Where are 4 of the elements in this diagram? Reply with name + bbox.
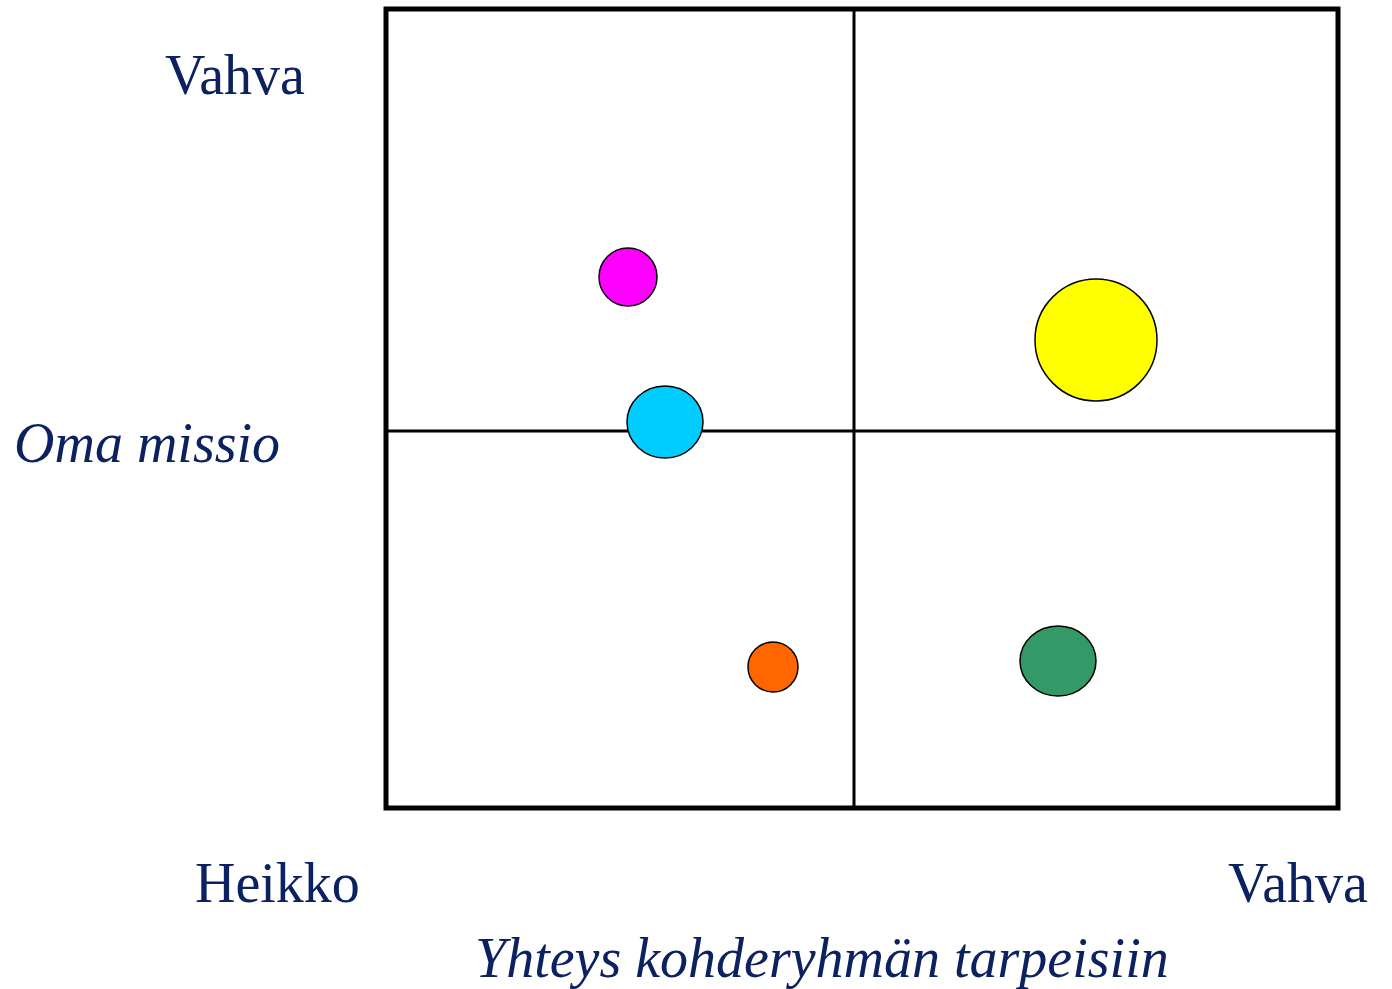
axis-title: Oma missio	[14, 415, 281, 471]
axis-end-label: Vahva	[165, 47, 305, 103]
axis-end-label: Heikko	[195, 855, 360, 911]
axis-end-label: Vahva	[1228, 855, 1368, 911]
